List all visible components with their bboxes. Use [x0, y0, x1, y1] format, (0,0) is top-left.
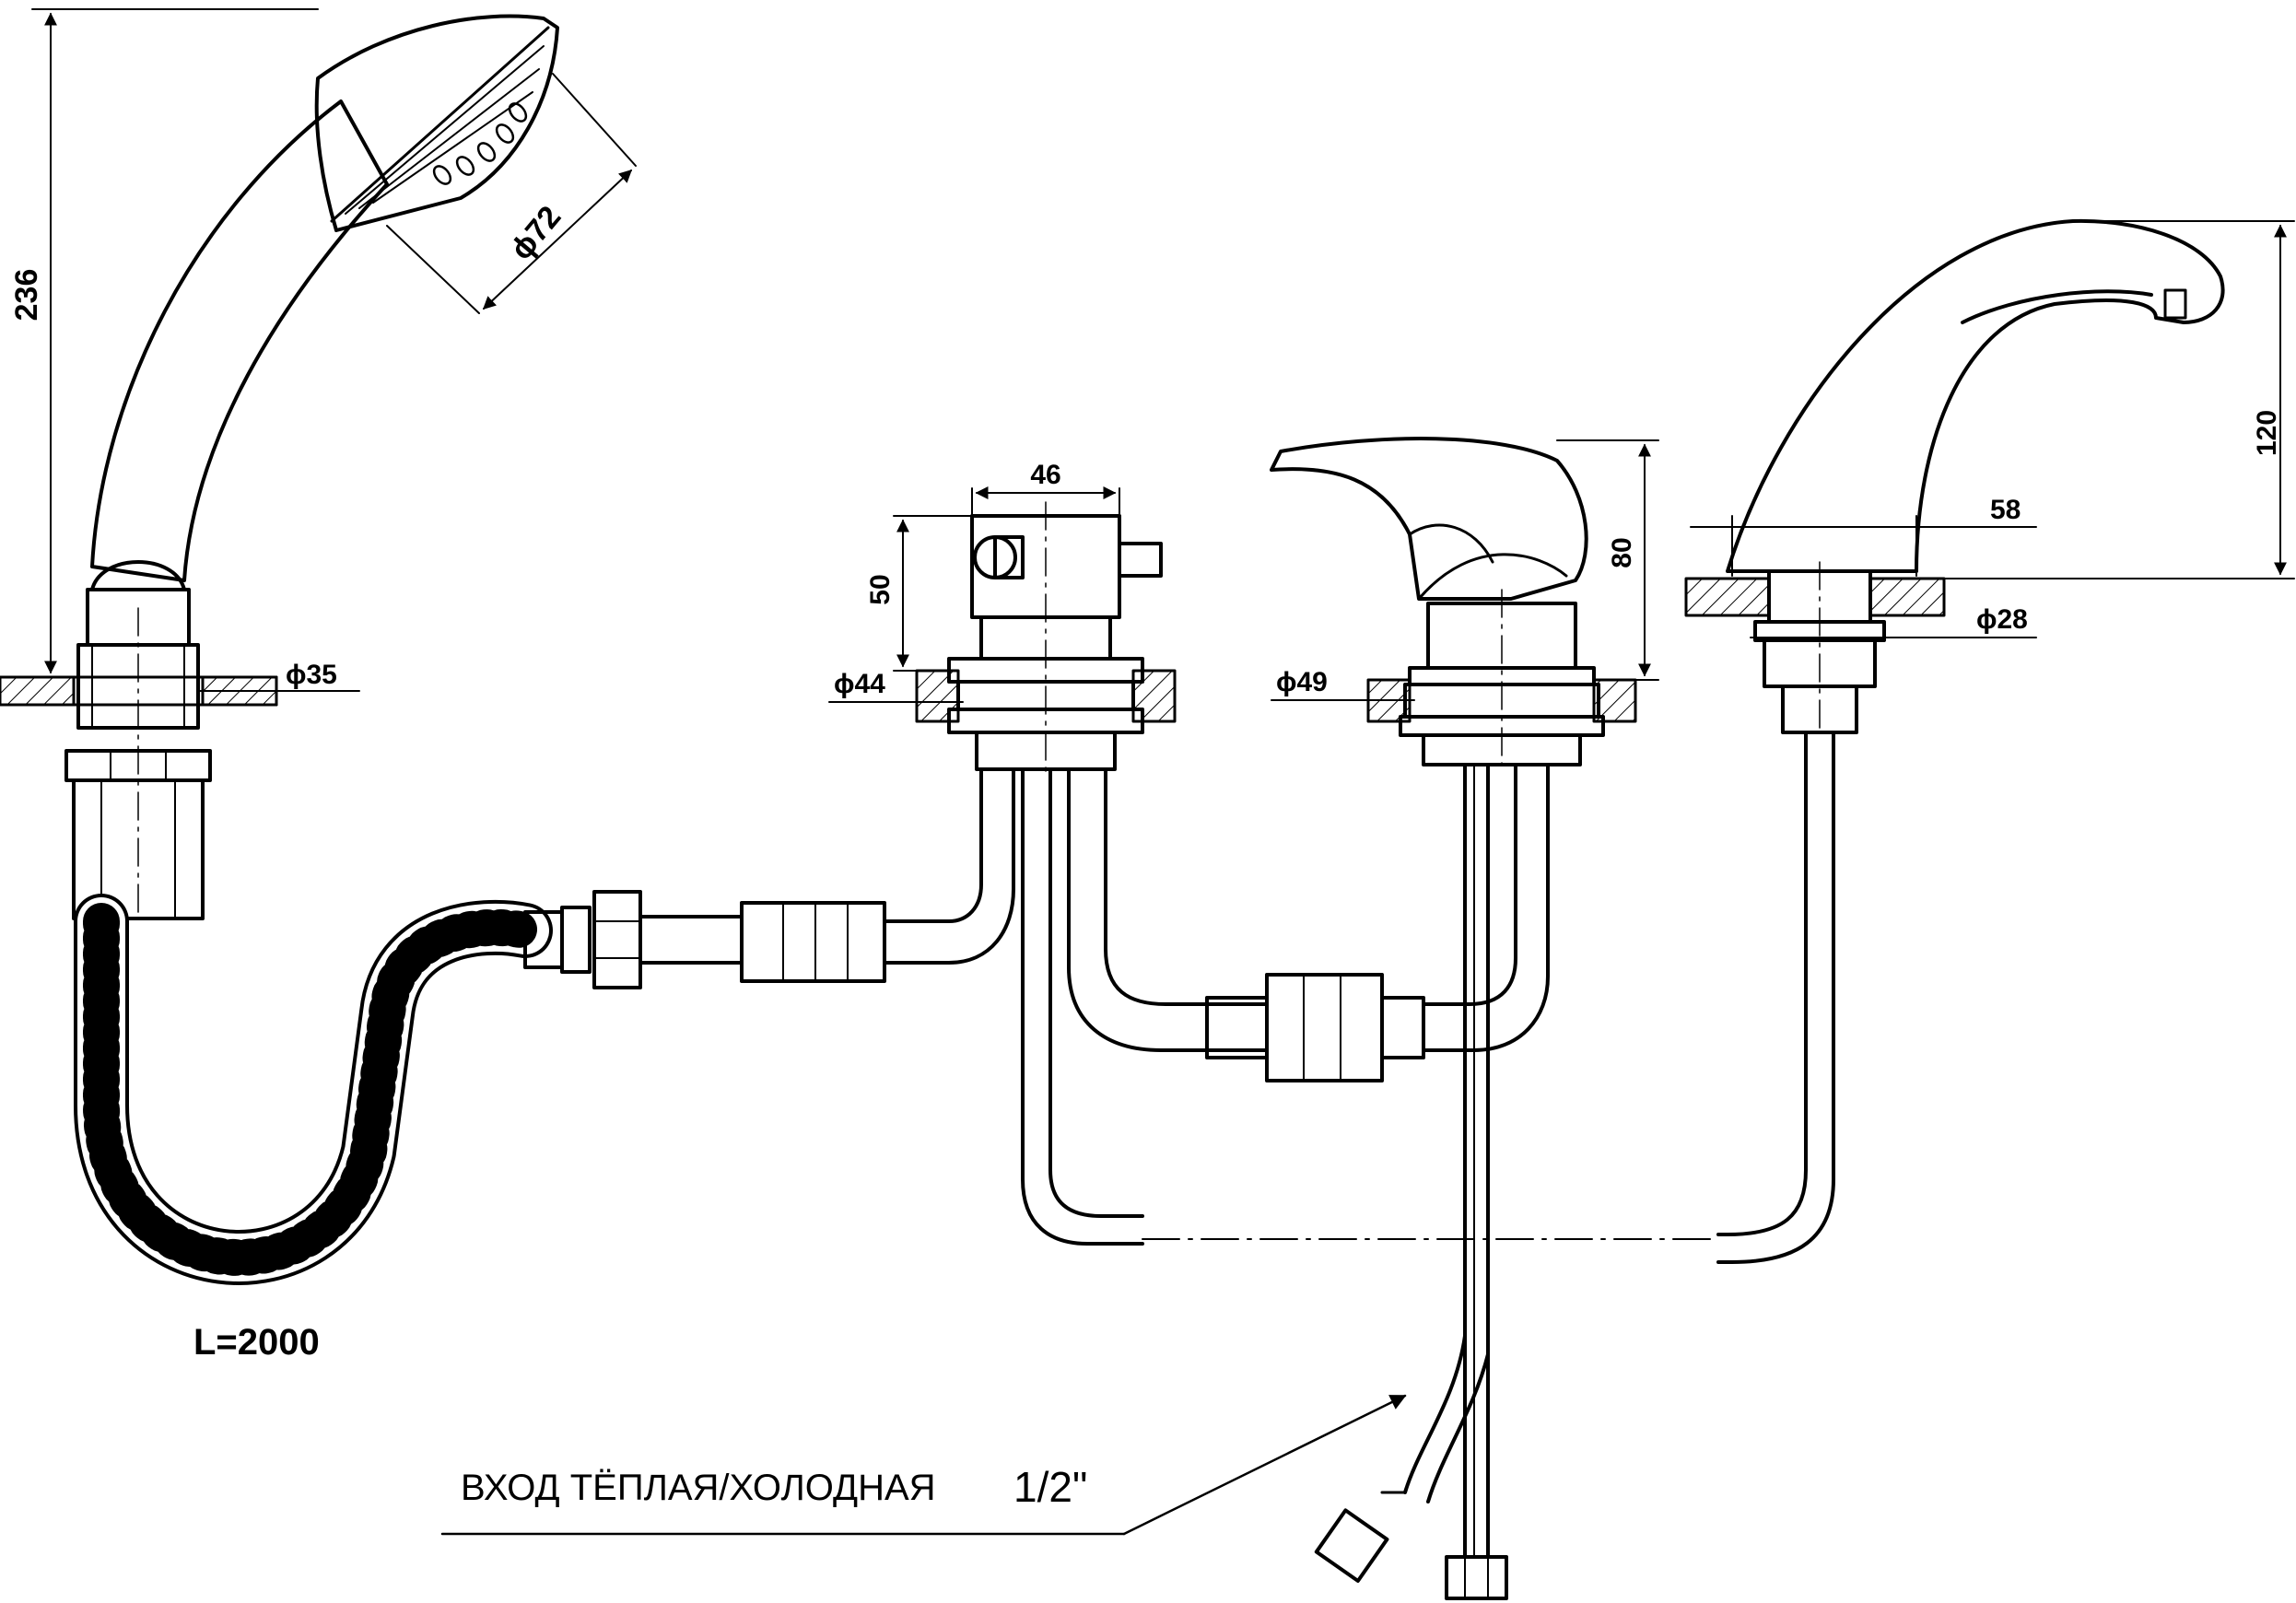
- bridge-connector: [1205, 973, 1425, 1082]
- dim-120-label: 120: [2252, 410, 2282, 456]
- dim-44-label: ϕ44: [834, 669, 885, 699]
- dim-50-label: 50: [865, 574, 896, 604]
- mixer: [1270, 437, 1637, 1600]
- spout-body: [1726, 218, 2225, 573]
- inlet-thread-label: 1/2": [1013, 1463, 1087, 1511]
- dim-80-label: 80: [1607, 537, 1637, 567]
- mixer-lever: [1270, 437, 1588, 601]
- dim-handshower-height: [31, 8, 319, 678]
- spray-holes: [432, 102, 528, 185]
- inlet-leader: [440, 1394, 1407, 1536]
- hand-shower-handle: [90, 99, 389, 582]
- dim-49-label: ϕ49: [1276, 667, 1328, 697]
- inlet-label: ВХОД ТЁПЛАЯ/ХОЛОДНАЯ: [461, 1468, 936, 1508]
- hose-length-label: L=2000: [193, 1322, 320, 1363]
- dim-spout-width: [1690, 515, 2037, 577]
- dim-spout-height: [1943, 220, 2295, 579]
- dim-mixer-height: [1556, 439, 1659, 681]
- dim-35-label: ϕ35: [286, 660, 337, 690]
- dim-head-diameter: [386, 73, 637, 314]
- dim-diverter-height: [893, 515, 973, 672]
- dim-28-label: ϕ28: [1976, 604, 2028, 635]
- diverter: [915, 501, 1269, 1246]
- hand-shower: [0, 14, 559, 920]
- flexible-hose: [74, 894, 553, 1285]
- hose-connector: [523, 767, 1015, 989]
- hand-shower-head: [314, 14, 559, 232]
- spout: [1684, 218, 2225, 1264]
- dim-diverter-width: [971, 486, 1120, 517]
- dim-236-label: 236: [9, 269, 44, 322]
- dim-46-label: 46: [1030, 460, 1060, 490]
- dim-72-label: ϕ72: [504, 199, 568, 266]
- dim-58-label: 58: [1990, 495, 2021, 525]
